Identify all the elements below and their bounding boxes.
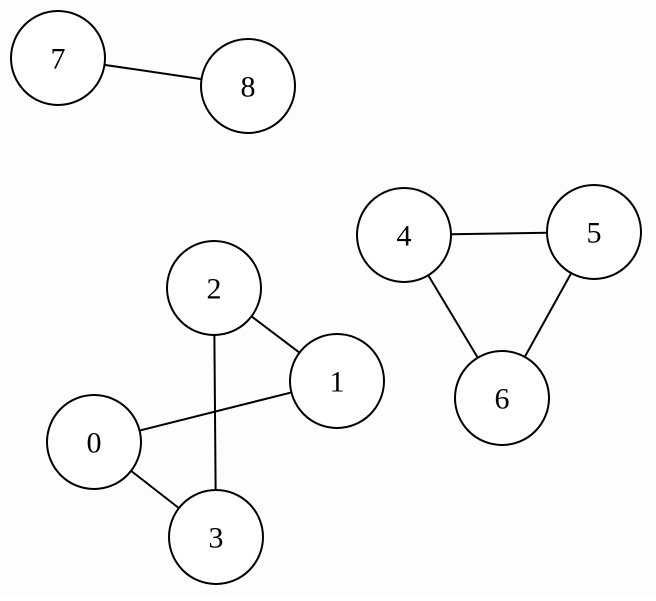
node-label: 1 bbox=[330, 366, 345, 399]
node-label: 4 bbox=[397, 220, 412, 253]
node-label: 5 bbox=[587, 217, 602, 250]
node-circle bbox=[546, 184, 642, 280]
node-6: 6 bbox=[454, 350, 550, 446]
edge-layer bbox=[104, 63, 573, 509]
edge-7-8 bbox=[104, 63, 202, 81]
node-7: 7 bbox=[10, 10, 106, 106]
edge-4-5 bbox=[450, 231, 548, 236]
edge-5-6 bbox=[523, 272, 573, 358]
node-circle bbox=[168, 489, 264, 585]
node-4: 4 bbox=[356, 187, 452, 283]
node-circle bbox=[46, 394, 142, 490]
node-5: 5 bbox=[546, 184, 642, 280]
edge-2-1 bbox=[250, 315, 301, 354]
node-label: 8 bbox=[241, 71, 256, 104]
node-label: 3 bbox=[209, 522, 224, 555]
node-label: 0 bbox=[87, 427, 102, 460]
node-8: 8 bbox=[200, 38, 296, 134]
node-2: 2 bbox=[166, 240, 262, 336]
node-0: 0 bbox=[46, 394, 142, 490]
node-label: 7 bbox=[51, 43, 66, 76]
node-3: 3 bbox=[168, 489, 264, 585]
node-1: 1 bbox=[289, 333, 385, 429]
node-circle bbox=[10, 10, 106, 106]
node-circle bbox=[454, 350, 550, 446]
node-layer: 0 1 2 3 4 5 6 7 8 bbox=[10, 10, 642, 585]
edge-0-3 bbox=[130, 470, 180, 509]
node-circle bbox=[166, 240, 262, 336]
node-label: 2 bbox=[207, 273, 222, 306]
node-circle bbox=[356, 187, 452, 283]
edge-0-1 bbox=[139, 391, 292, 432]
edge-4-6 bbox=[427, 274, 479, 359]
node-circle bbox=[200, 38, 296, 134]
node-label: 6 bbox=[495, 383, 510, 416]
node-circle bbox=[289, 333, 385, 429]
